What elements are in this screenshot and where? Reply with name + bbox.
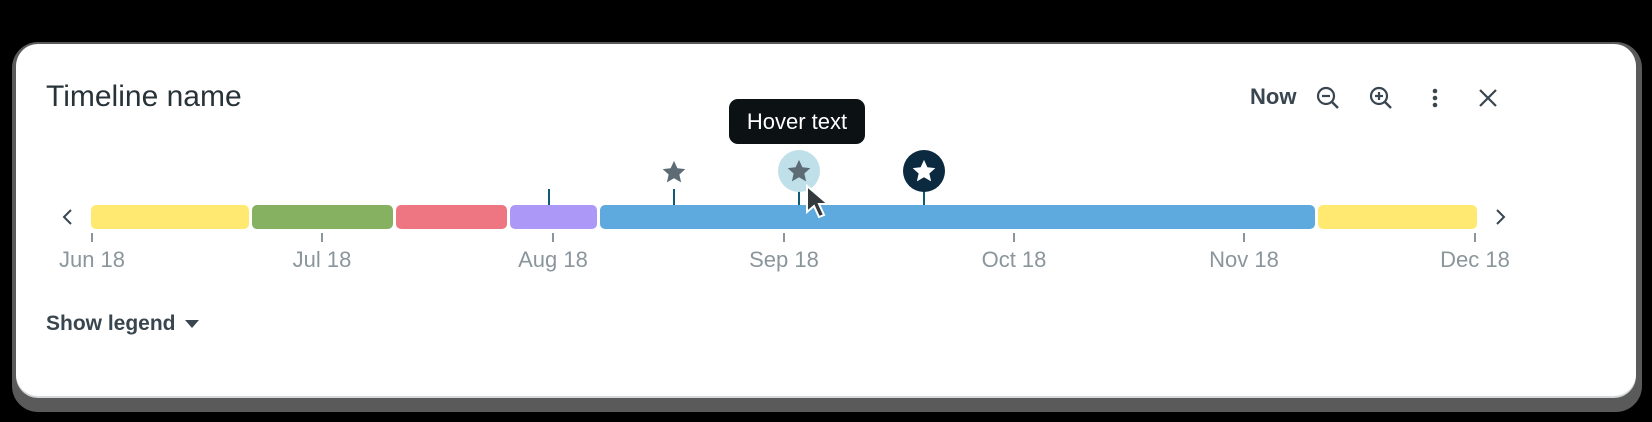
close-icon	[1479, 89, 1497, 107]
axis-tick	[1474, 233, 1476, 242]
timeline-segment[interactable]	[510, 205, 597, 229]
timeline-segment[interactable]	[252, 205, 393, 229]
caret-down-icon	[184, 320, 199, 328]
axis-tick	[91, 233, 93, 242]
event-marker-line	[923, 189, 925, 205]
timeline-segment[interactable]	[1318, 205, 1477, 229]
hover-tooltip: Hover text	[729, 99, 865, 144]
timeline-card: Timeline name Now Hover text	[16, 44, 1636, 396]
axis-tick-label: Nov 18	[1209, 247, 1279, 272]
axis-tick-label: Aug 18	[518, 247, 588, 272]
chevron-right-icon	[1496, 209, 1506, 225]
star-icon	[662, 160, 686, 183]
scroll-right-button[interactable]	[1487, 202, 1513, 232]
event-marker-line	[798, 189, 800, 205]
event-marker-line	[548, 189, 550, 205]
event-marker-line	[673, 189, 675, 205]
star-icon	[787, 159, 811, 182]
axis-tick	[1243, 233, 1245, 242]
axis-tick-label: Sep 18	[749, 247, 819, 272]
event-marker-star-selected[interactable]	[903, 150, 945, 192]
timeline-segment[interactable]	[396, 205, 507, 229]
axis-tick-label: Oct 18	[981, 247, 1047, 272]
star-icon	[912, 159, 936, 182]
show-legend-label: Show legend	[46, 312, 176, 335]
timeline-track	[91, 205, 1491, 229]
axis-tick-label: Jul 18	[292, 247, 352, 272]
timeline-title: Timeline name	[46, 80, 242, 113]
more-vertical-icon	[1432, 88, 1438, 108]
axis-tick-label: Jun 18	[58, 247, 126, 272]
zoom-out-icon	[1316, 86, 1339, 109]
axis-tick	[1013, 233, 1015, 242]
event-marker-star[interactable]	[658, 156, 690, 188]
axis-tick-label: Dec 18	[1440, 247, 1510, 272]
show-legend-toggle[interactable]: Show legend	[46, 312, 200, 336]
scroll-left-button[interactable]	[55, 202, 81, 232]
axis-tick	[783, 233, 785, 242]
timeline-segment[interactable]	[600, 205, 1315, 229]
zoom-out-button[interactable]	[1312, 82, 1344, 114]
more-options-button[interactable]	[1419, 82, 1451, 114]
zoom-in-icon	[1369, 86, 1392, 109]
now-button[interactable]: Now	[1250, 84, 1297, 109]
axis-tick	[552, 233, 554, 242]
axis-tick	[321, 233, 323, 242]
chevron-left-icon	[62, 209, 72, 225]
close-button[interactable]	[1472, 82, 1504, 114]
timeline-segment[interactable]	[91, 205, 249, 229]
mouse-cursor-icon	[806, 184, 831, 219]
event-marker-star-hovered[interactable]	[778, 150, 820, 192]
zoom-in-button[interactable]	[1365, 82, 1397, 114]
